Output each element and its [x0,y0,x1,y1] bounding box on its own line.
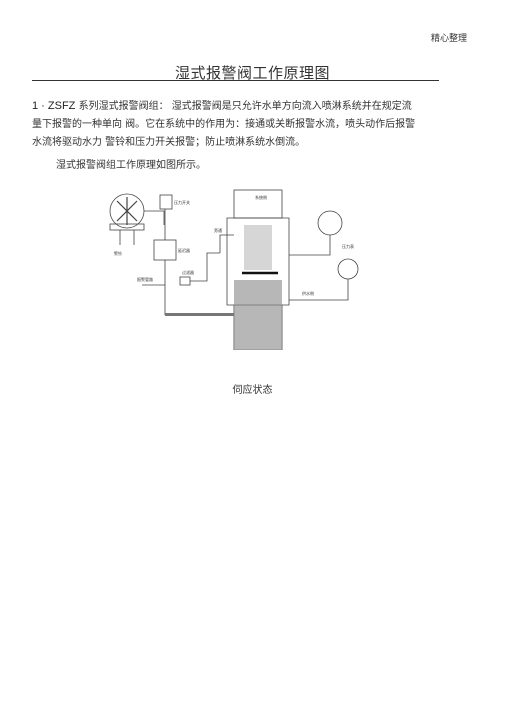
title-underline [32,80,439,81]
pressure-gauge-top [317,210,343,236]
label-system-side: 系统侧 [255,194,267,200]
valve-diagram-svg: 压力开关 警铃 延迟器 报警管路 过滤器 旁通 系统侧 压力表 供水侧 [109,189,359,351]
gauge-pipe-bottom [289,279,349,301]
intro-line-1: 系列湿式报警阀组： 湿式报警阀是只允许水单方向流入喷淋系统并在规定流 [75,101,412,112]
label-water-side: 供水侧 [302,290,314,296]
bell-feed-pipe [144,210,165,225]
gauge-pipe-top [289,235,331,256]
alarm-pipe-fill [165,313,234,316]
pressure-gauge-bottom [337,258,359,280]
bell-frame [109,223,145,231]
intro-line-2: 量下报警的一种单向 阀。它在系统中的作用为：接通或关断报警水流，喷头动作后报警 [32,119,416,130]
label-bypass: 旁通 [214,227,222,233]
valve-body-outline [226,217,290,306]
sub-paragraph: 湿式报警阀组工作原理如图所示。 [56,160,206,171]
label-alarm-bell: 警铃 [114,250,122,256]
header-note: 精心整理 [430,34,467,44]
alarm-bell-blades [116,197,138,225]
intro-line-3: 水流将驱动水力 警铃和压力开关报警；防止喷淋系统水倒流。 [32,137,306,148]
figure-caption: 伺应状态 [232,385,273,396]
water-fill-lower [234,280,282,350]
intro-paragraph: 1 · ZSFZ 系列湿式报警阀组： 湿式报警阀是只允许水单方向流入喷淋系统并在… [32,97,452,152]
page-title: 湿式报警阀工作原理图 [174,64,330,82]
valve-diagram: 压力开关 警铃 延迟器 报警管路 过滤器 旁通 系统侧 压力表 供水侧 [102,185,370,351]
filter-box [179,276,191,286]
label-alarm-pipe: 报警管路 [137,276,153,282]
label-pressure-switch: 压力开关 [174,199,190,205]
filter-pipe [190,252,220,282]
label-filter: 过滤器 [182,269,194,275]
label-pressure-gauge: 压力表 [342,243,354,249]
bypass-pipe [219,234,234,253]
intro-lead: 1 · ZSFZ [32,100,76,112]
water-fill-upper [244,225,272,270]
alarm-pipe-main [164,209,234,316]
delay-device-box [153,239,177,261]
pressure-switch-box [159,194,173,210]
label-delay-device: 延迟器 [178,247,190,253]
